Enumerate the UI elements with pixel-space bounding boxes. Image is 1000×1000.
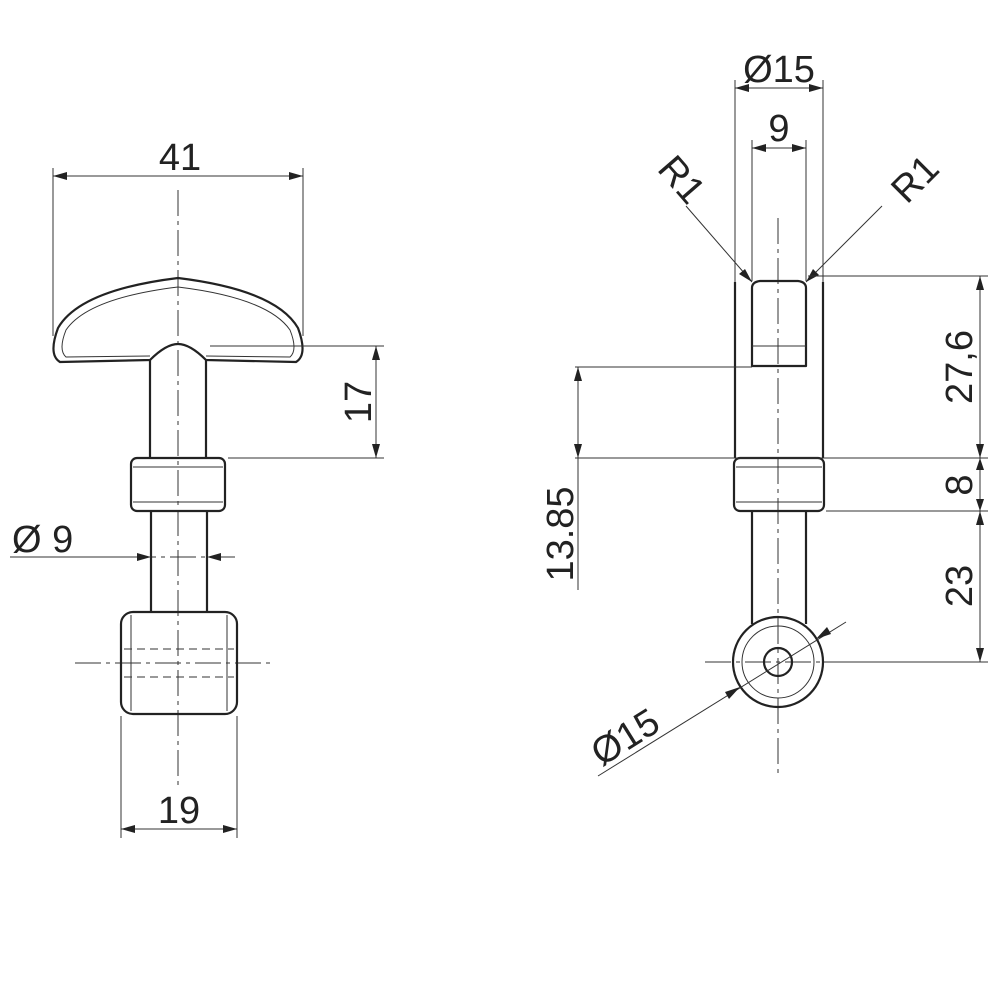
- dimension-line-eye-diameter: [597, 621, 847, 777]
- arrowhead: [752, 144, 766, 152]
- dimension-head-width: 41: [159, 137, 201, 179]
- dimension-collar-height: 8: [939, 474, 981, 495]
- dimension-radius-right: R1: [883, 147, 947, 211]
- tip: [750, 279, 808, 368]
- t-handle-head-inner-edge: [61, 286, 295, 358]
- dimension-tip-diameter: 9: [768, 108, 789, 150]
- arrowhead: [976, 499, 984, 511]
- arrowhead: [976, 276, 984, 290]
- dimension-barrel-width: 19: [158, 790, 200, 832]
- arrowhead: [121, 825, 135, 833]
- arrowhead: [53, 172, 67, 180]
- arrowhead: [574, 367, 582, 381]
- arrowhead: [816, 627, 831, 639]
- barrel: [119, 610, 239, 716]
- arrowhead: [809, 84, 823, 92]
- arrowhead: [137, 553, 151, 561]
- arrowhead: [372, 346, 380, 360]
- dimension-radius-left: R1: [649, 148, 713, 212]
- eye-outer-circle: [731, 615, 825, 709]
- front-view: 41 17 Ø 9 19: [10, 137, 384, 838]
- arrowhead: [574, 444, 582, 458]
- arrowhead: [725, 687, 740, 699]
- dimension-rod-diameter: Ø15: [743, 49, 815, 91]
- arrowhead: [735, 84, 749, 92]
- dimension-eye-diameter: Ø15: [584, 701, 667, 775]
- arrowhead: [223, 825, 237, 833]
- leader-radius-left: [685, 205, 753, 283]
- arrowhead: [207, 553, 221, 561]
- collar: [129, 456, 227, 513]
- eye-bore-circle: [762, 646, 794, 678]
- arrowhead: [976, 511, 984, 525]
- leader-radius-right: [805, 205, 883, 283]
- side-view: Ø15 9 R1 R1 27,6 8 23: [540, 49, 988, 777]
- dimension-tip-length: 27,6: [939, 330, 981, 404]
- dimension-shank-diameter: Ø 9: [12, 519, 73, 561]
- eye-inner-circle: [741, 625, 815, 699]
- arrowhead: [976, 648, 984, 662]
- arrowhead: [792, 144, 806, 152]
- side-collar: [732, 456, 826, 513]
- dimension-head-height: 17: [338, 381, 380, 423]
- arrowhead: [976, 444, 984, 458]
- arrowhead: [372, 444, 380, 458]
- dimension-lower-length: 23: [939, 565, 981, 607]
- arrowhead: [289, 172, 303, 180]
- dimension-side-offset: 13.85: [540, 486, 582, 581]
- arrowhead: [976, 458, 984, 470]
- t-handle-head: [52, 276, 304, 364]
- arrowhead: [739, 269, 752, 282]
